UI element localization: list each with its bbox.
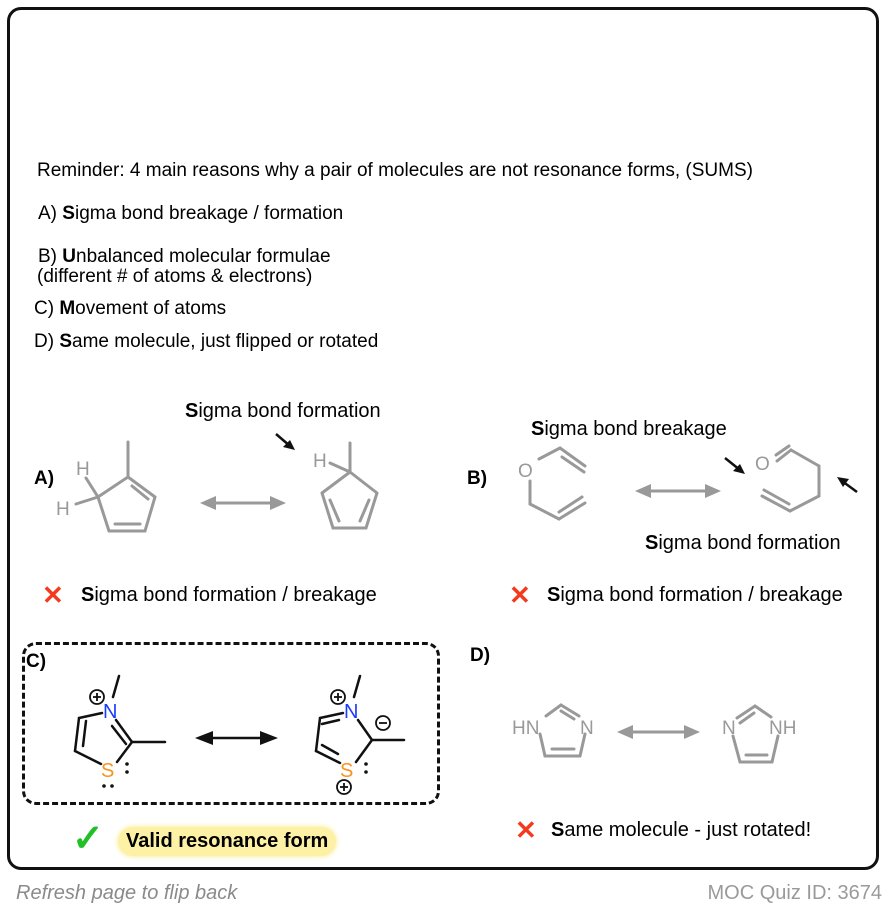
rule-text: igma bond breakage / formation (74, 203, 344, 224)
panel-b-verdict: Sigma bond formation / breakage (547, 584, 843, 606)
arrowhead (270, 496, 286, 510)
rule-b: B) Unbalanced molecular formulae (38, 246, 331, 268)
rule-d: D) Same molecule, just flipped or rotate… (34, 331, 378, 353)
panel-c-label: C) (26, 651, 47, 672)
plus-charge-icon (330, 689, 346, 705)
arrowhead (195, 731, 213, 745)
refresh-hint: Refresh page to flip back (16, 882, 238, 904)
panel-a-annotation: Sigma bond formation (185, 400, 381, 422)
rule-initial: M (59, 298, 76, 319)
arrowhead (200, 496, 216, 510)
valid-resonance-badge: Valid resonance form (118, 827, 337, 856)
atom-n: N (722, 718, 736, 739)
arrowhead (617, 725, 633, 739)
arrowhead (635, 484, 651, 498)
x-mark-icon: ✕ (509, 580, 531, 610)
rule-c: C) Movement of atoms (34, 298, 226, 320)
arrowhead (260, 731, 278, 745)
panel-a-label: A) (34, 468, 55, 489)
x-mark-icon: ✕ (42, 580, 64, 610)
atom-n: N (580, 718, 594, 739)
open-chain-right (760, 444, 821, 513)
plus-charge-icon (336, 779, 352, 795)
arrowhead (705, 484, 721, 498)
rule-initial: U (62, 246, 77, 267)
rule-prefix: A) (38, 203, 63, 224)
minus-charge-icon (375, 715, 391, 731)
panel-b-annotation-bottom: Sigma bond formation (645, 532, 841, 554)
imidazole-right (731, 704, 780, 764)
atom-n: N (344, 701, 358, 723)
panel-d-label: D) (470, 645, 491, 666)
quiz-card[interactable] (7, 7, 879, 870)
plus-charge-icon (89, 689, 105, 705)
pointer-arrow-icon (837, 477, 858, 494)
atom-h: H (76, 459, 90, 480)
panel-c-highlight-box (22, 642, 440, 805)
pointer-arrow-icon (275, 433, 295, 450)
rule-prefix: C) (34, 298, 60, 319)
lone-pair (102, 762, 368, 788)
atom-h: H (313, 451, 327, 472)
rule-initial: S (62, 203, 75, 224)
atom-o: O (518, 461, 533, 482)
pointer-arrow-icon (724, 457, 745, 474)
panel-a-verdict: Sigma bond formation / breakage (81, 584, 377, 606)
atom-o: O (755, 454, 770, 475)
cyclopentadiene-right (320, 441, 379, 530)
atom-s: S (101, 760, 114, 782)
rule-prefix: D) (34, 331, 60, 352)
quiz-id: MOC Quiz ID: 3674 (707, 882, 882, 904)
cyclopentadiene-left (74, 440, 157, 533)
check-mark-icon: ✓ (72, 818, 104, 860)
dihydropyran-left (528, 446, 587, 521)
rule-prefix: B) (38, 246, 63, 267)
x-mark-icon: ✕ (515, 815, 537, 845)
panel-b-label: B) (467, 468, 488, 489)
imidazole-left (538, 703, 587, 758)
rule-b-detail: (different # of atoms & electrons) (37, 266, 313, 287)
arrowhead (684, 725, 700, 739)
panel-d-verdict: Same molecule - just rotated! (551, 819, 812, 841)
atom-nh: NH (769, 718, 796, 739)
thiazolium-left (73, 674, 167, 766)
rule-text: ame molecule, just flipped or rotated (72, 331, 379, 352)
atom-h: H (56, 499, 70, 520)
rule-text: nbalanced molecular formulae (76, 246, 331, 267)
rule-initial: S (59, 331, 73, 352)
reminder-text: Reminder: 4 main reasons why a pair of m… (37, 160, 753, 181)
panel-b-annotation-top: Sigma bond breakage (531, 418, 727, 440)
atom-s: S (340, 760, 353, 782)
thiazolium-right (314, 674, 406, 765)
rule-a: A) Sigma bond breakage / formation (38, 203, 343, 225)
atom-hn: HN (512, 718, 539, 739)
atom-n: N (103, 701, 117, 723)
rule-text: ovement of atoms (75, 298, 227, 319)
